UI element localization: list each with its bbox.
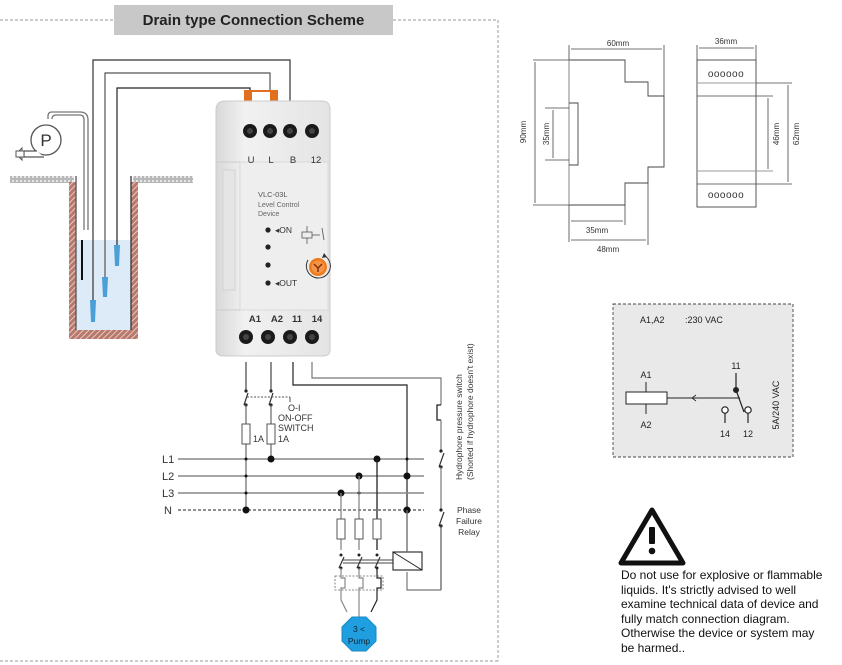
svg-text:14: 14 <box>312 314 323 325</box>
svg-text:Hydrophore pressure switch: Hydrophore pressure switch <box>454 374 464 480</box>
drain-pump-symbol: P <box>15 111 89 230</box>
led-2 <box>265 244 271 250</box>
svg-text:11: 11 <box>731 361 740 371</box>
bottom-terminal-labels: A1 A2 11 14 <box>249 314 323 325</box>
bottom-terminal-screws <box>239 330 319 344</box>
svg-text:12: 12 <box>311 155 322 166</box>
svg-text:62mm: 62mm <box>792 123 801 146</box>
phase-failure-label: Phase Failure Relay <box>456 505 482 537</box>
fuse-2-label: 1A <box>278 434 289 444</box>
warning-triangle-icon <box>618 507 686 566</box>
probe-high <box>114 245 120 266</box>
line-l1: L1 <box>162 454 174 466</box>
led-3 <box>265 262 271 268</box>
svg-text:A2: A2 <box>640 420 651 430</box>
svg-text:SWITCH: SWITCH <box>278 423 314 433</box>
well <box>10 176 193 339</box>
svg-text:11: 11 <box>292 314 303 325</box>
svg-text:Pump: Pump <box>348 636 370 646</box>
svg-text::230 VAC: :230 VAC <box>685 315 723 325</box>
page-title: Drain type Connection Scheme <box>114 5 393 35</box>
svg-text:◂ON: ◂ON <box>275 225 292 235</box>
svg-text:35mm: 35mm <box>586 226 609 235</box>
fuse-1-label: 1A <box>253 434 264 444</box>
svg-text:A1,A2: A1,A2 <box>640 315 665 325</box>
status-leds: ◂ON ◂OUT <box>265 225 297 288</box>
relay-coil <box>625 391 668 405</box>
svg-text:U: U <box>248 155 255 166</box>
device-name-2: Device <box>258 211 280 218</box>
svg-text:ON-OFF: ON-OFF <box>278 413 313 423</box>
svg-text:◂OUT: ◂OUT <box>275 278 297 288</box>
switch-label: O-I ON-OFF SWITCH 1A 1A <box>253 403 314 444</box>
svg-text:Relay: Relay <box>458 527 480 537</box>
adjust-knob[interactable] <box>305 253 331 279</box>
line-l3: L3 <box>162 488 174 500</box>
svg-text:Failure: Failure <box>456 516 482 526</box>
relay-symbol-icon <box>301 226 325 244</box>
pump-motor: 3 < Pump <box>341 616 377 652</box>
level-probes <box>90 245 120 322</box>
relay-schematic: A1,A2 :230 VAC A1 A2 11 14 12 5A/240 VAC <box>612 303 794 458</box>
svg-text:(Shorted if hydrophore doesn't: (Shorted if hydrophore doesn't exist) <box>465 343 475 480</box>
led-on <box>265 227 271 233</box>
probe-mid <box>102 277 108 297</box>
svg-text:3 <: 3 < <box>353 624 365 634</box>
svg-text:B: B <box>290 155 296 166</box>
svg-text:Phase: Phase <box>457 505 481 515</box>
top-terminal-labels: U L B 12 <box>248 155 322 166</box>
power-circuit <box>334 459 423 618</box>
device-name-1: Level Control <box>258 202 300 209</box>
svg-text:oooooo: oooooo <box>708 190 744 201</box>
svg-text:oooooo: oooooo <box>708 69 744 80</box>
led-out <box>265 280 271 286</box>
svg-text:48mm: 48mm <box>597 245 620 254</box>
fuse-p1 <box>336 518 346 540</box>
svg-text:90mm: 90mm <box>519 121 528 144</box>
svg-text:O-I: O-I <box>288 403 301 413</box>
svg-text:5A/240 VAC: 5A/240 VAC <box>771 380 781 429</box>
fuse-2 <box>266 423 276 445</box>
svg-text:A2: A2 <box>271 314 283 325</box>
fuse-p3 <box>372 518 382 540</box>
front-dimension-drawing: oooooo oooooo 36mm 46mm 62mm <box>696 37 801 208</box>
svg-text:36mm: 36mm <box>715 37 738 46</box>
svg-text:60mm: 60mm <box>607 39 630 48</box>
svg-text:46mm: 46mm <box>772 123 781 146</box>
device-model: VLC-03L <box>258 190 288 199</box>
top-terminal-screws <box>243 124 319 138</box>
fuse-1 <box>241 423 251 445</box>
pump-label: P <box>40 131 51 150</box>
level-control-device <box>215 90 331 357</box>
svg-text:L: L <box>268 155 273 166</box>
warning-text: Do not use for explosive or flammable li… <box>621 568 823 655</box>
svg-text:14: 14 <box>720 429 730 439</box>
line-n: N <box>164 505 172 517</box>
svg-text:12: 12 <box>743 429 753 439</box>
probe-low <box>90 300 96 322</box>
scheme-frame <box>0 19 499 662</box>
hydrophore-label: Hydrophore pressure switch (Shorted if h… <box>454 343 475 480</box>
line-l2: L2 <box>162 471 174 483</box>
fuse-p2 <box>354 518 364 540</box>
svg-text:A1: A1 <box>640 370 651 380</box>
svg-text:35mm: 35mm <box>542 123 551 146</box>
supply-lines: L1 L2 L3 N <box>162 454 424 517</box>
side-dimension-drawing: 60mm 35mm 48mm 90mm 35mm <box>519 39 665 254</box>
svg-text:A1: A1 <box>249 314 262 325</box>
